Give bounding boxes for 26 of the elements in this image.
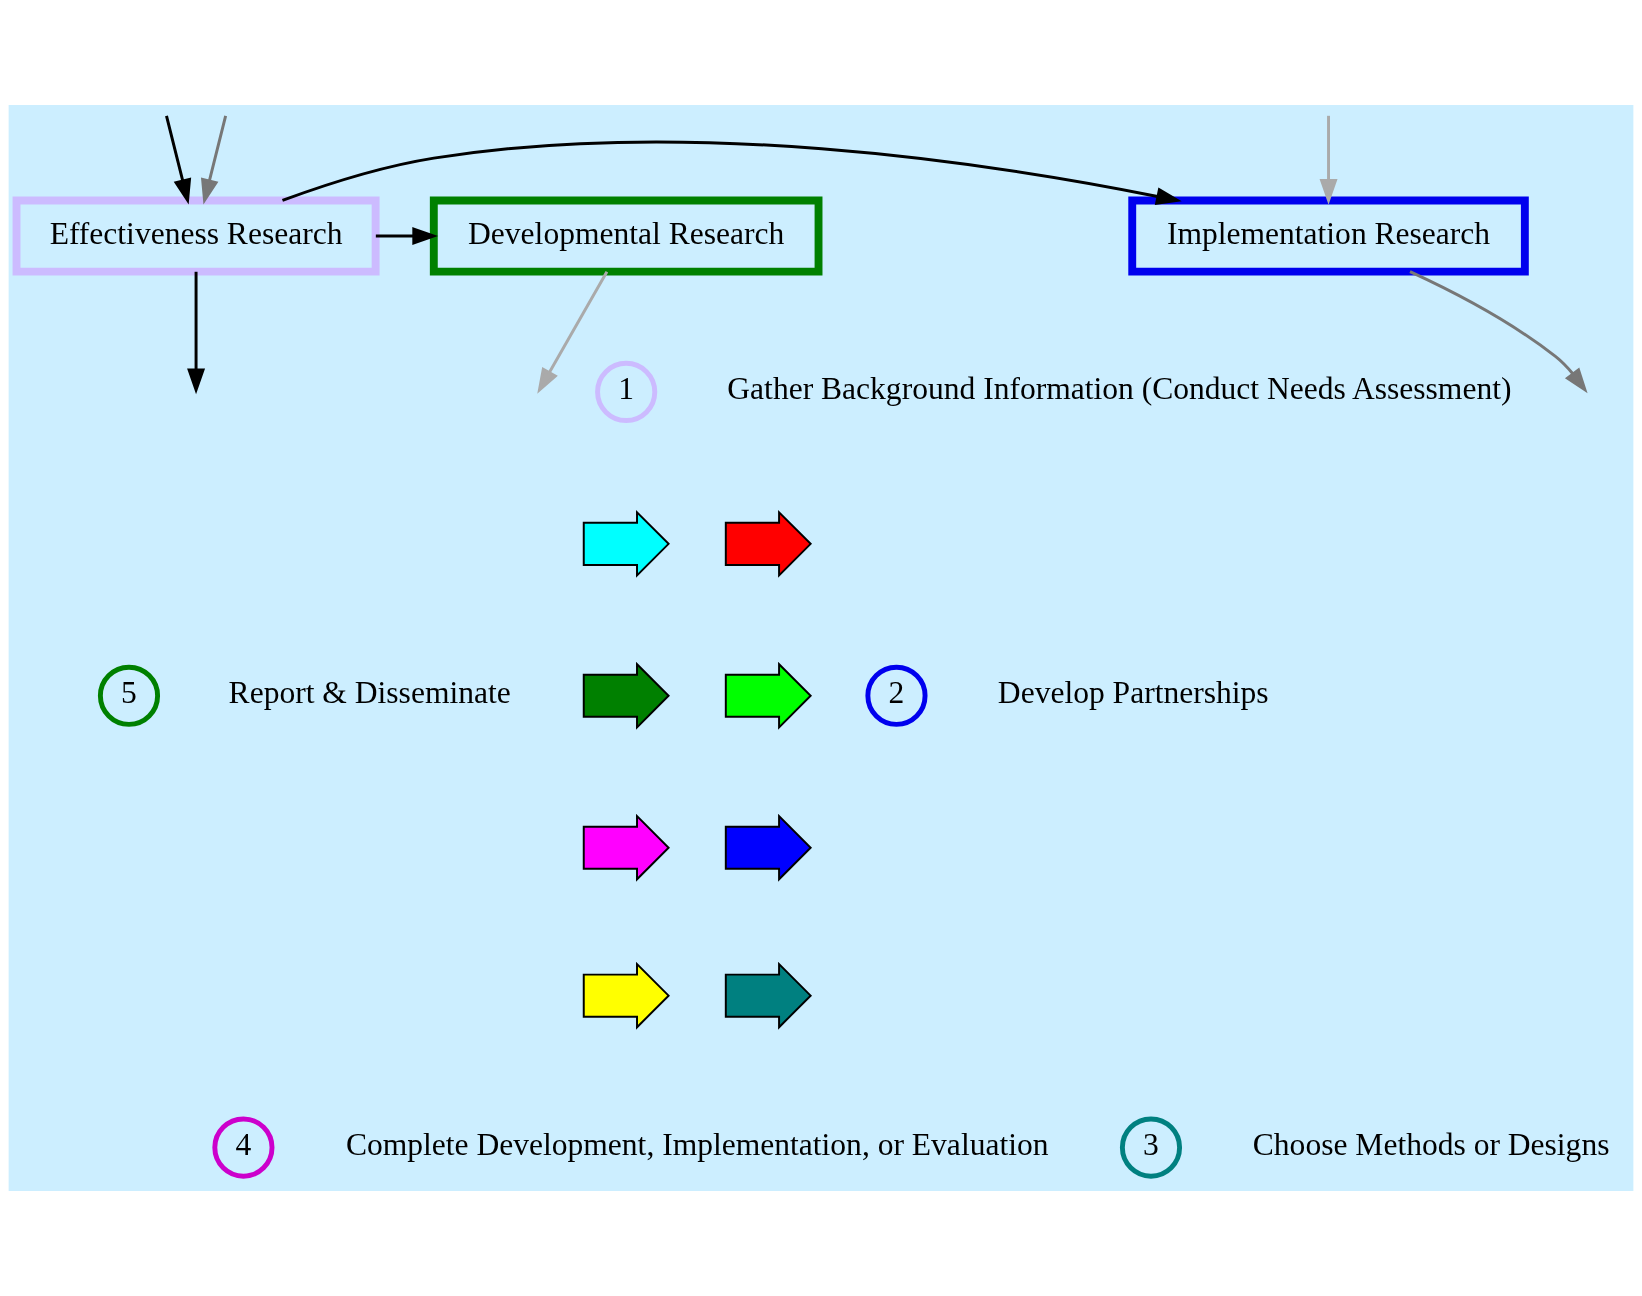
node-circle: 3 [1119, 1116, 1183, 1179]
node-circle: 1 [595, 360, 658, 424]
node-arrow [582, 661, 670, 730]
node-circle: 4 [212, 1116, 275, 1179]
node-box: Developmental Research [429, 196, 823, 276]
arrow [1319, 115, 1338, 205]
node-arrow [724, 961, 813, 1030]
node-circle: 2 [865, 664, 928, 727]
node-arrow [582, 509, 670, 578]
node-label: Gather Background Information (Conduct Needs Assessment) [727, 371, 1512, 407]
node-circle: 5 [97, 664, 161, 727]
node-arrow [582, 961, 670, 1030]
node-label: Choose Methods or Designs [1252, 1127, 1610, 1163]
arrow [281, 140, 1182, 206]
node-arrow [724, 813, 813, 882]
node-label: Report & Disseminate [228, 675, 511, 711]
node-arrow [724, 661, 813, 730]
node-arrow [582, 813, 670, 882]
node-label: Complete Development, Implementation, or Evaluation [345, 1127, 1049, 1163]
node-box: Effectiveness Research [12, 196, 380, 276]
arrow [165, 115, 192, 205]
node-arrow [724, 509, 813, 578]
arrow [200, 115, 228, 205]
node-label: Develop Partnerships [997, 675, 1269, 711]
arrow [375, 227, 438, 246]
node-box: Implementation Research [1128, 196, 1529, 276]
